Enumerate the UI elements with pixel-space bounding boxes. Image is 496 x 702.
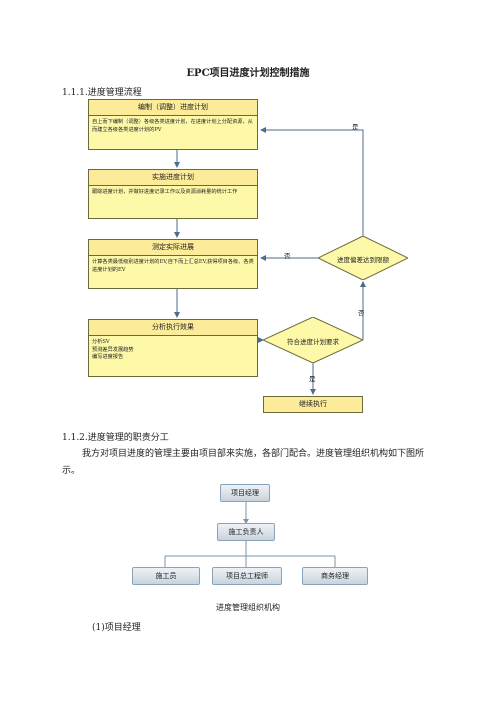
flow-box-measure: 测定实际进展 计算各类最低级别进度计划的EV,自下而上汇总EV,获得项目各级、各… xyxy=(88,239,258,289)
flow-box-analyze: 分析执行效果 分析SV 预测差异发展趋势 编写进度报告 xyxy=(88,319,258,377)
flow-box-measure-title: 测定实际进展 xyxy=(89,240,257,256)
flow-box-analyze-body: 分析SV 预测差异发展趋势 编写进度报告 xyxy=(89,336,257,365)
analyze-line-report: 编写进度报告 xyxy=(92,354,124,360)
analyze-line-trend: 预测差异发展趋势 xyxy=(92,346,134,353)
decision-compliance-label: 符合进度计划要求 xyxy=(287,338,339,346)
decision-deviation-diamond xyxy=(318,236,408,280)
org-construction-staff: 施工员 xyxy=(132,567,200,585)
branch-label-yes-top: 是 xyxy=(352,123,359,131)
org-chart-caption: 进度管理组织机构 xyxy=(216,603,280,612)
org-construction-lead: 施工负责人 xyxy=(217,523,275,541)
analyze-line-sv: 分析SV xyxy=(92,339,110,345)
branch-label-no-left: 否 xyxy=(284,252,291,260)
section-heading-process: 1.1.1.进度管理流程 xyxy=(62,88,142,98)
flow-box-implement: 实施进度计划 跟踪进度计划，并做好进度记录工作以及资源消耗量的统计工作 xyxy=(88,169,258,219)
document-title: EPC项目进度计划控制措施 xyxy=(186,68,310,79)
list-item-project-manager: (1)项目经理 xyxy=(92,623,141,633)
decision-deviation-label: 进度偏差达到限额 xyxy=(337,256,389,264)
branch-label-no-right: 否 xyxy=(358,309,365,317)
section-heading-responsibility: 1.1.2.进度管理的职责分工 xyxy=(62,433,169,443)
decision-compliance-diamond xyxy=(263,317,363,363)
org-chief-engineer: 项目总工程师 xyxy=(212,567,282,585)
org-business-manager: 商务经理 xyxy=(302,567,368,585)
org-chart-connectors xyxy=(164,501,336,567)
flow-box-implement-title: 实施进度计划 xyxy=(89,170,257,186)
flowchart-connectors xyxy=(174,127,366,395)
body-paragraph: 我方对项目进度的管理主要由项目部来实施，各部门配合。进度管理组织机构如下图所示。 xyxy=(62,449,425,476)
flow-box-plan-body: 自上而下编制（调整）各级各类进度计划，在进度计划上分配资源，从而建立各级各类进度… xyxy=(92,119,253,133)
flow-box-implement-body: 跟踪进度计划，并做好进度记录工作以及资源消耗量的统计工作 xyxy=(92,189,238,195)
flow-box-measure-body: 计算各类最低级别进度计划的EV,自下而上汇总EV,获得项目各级、各类进度计划的E… xyxy=(92,259,254,273)
org-project-manager: 项目经理 xyxy=(220,484,270,502)
flow-box-continue: 继续执行 xyxy=(263,396,363,413)
flow-box-analyze-title: 分析执行效果 xyxy=(89,320,257,336)
flow-box-plan: 编制（调整）进度计划 自上而下编制（调整）各级各类进度计划，在进度计划上分配资源… xyxy=(88,99,258,150)
branch-label-yes-bottom: 是 xyxy=(309,375,316,383)
flow-box-plan-title: 编制（调整）进度计划 xyxy=(89,100,257,116)
